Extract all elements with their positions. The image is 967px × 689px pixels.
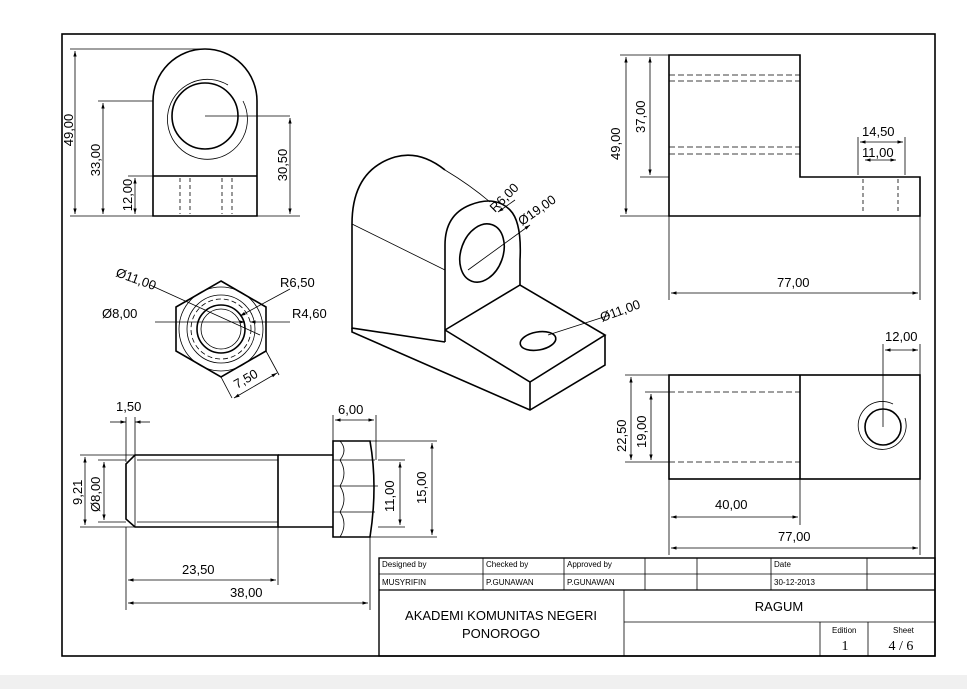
dim-37: 37,00 — [633, 100, 648, 133]
edition-value: 1 — [842, 639, 849, 654]
dim-r4-6: R4,60 — [292, 306, 327, 321]
dim-49-side: 49,00 — [608, 127, 623, 160]
paper — [0, 0, 967, 675]
dim-22-5: 22,50 — [614, 419, 629, 452]
dim-11-head: 11,00 — [382, 480, 397, 512]
bolt-head-dimensions: 6,00 11,00 15,00 — [332, 402, 437, 538]
dim-d8-bolt: Ø8,00 — [88, 477, 103, 512]
dim-12-top: 12,00 — [885, 329, 918, 344]
sheet-value: 4 / 6 — [889, 639, 914, 654]
dim-23-5: 23,50 — [182, 562, 215, 577]
designed-by-label: Designed by — [382, 560, 426, 569]
checked-by-value: P.GUNAWAN — [486, 578, 534, 587]
dim-19: 19,00 — [634, 415, 649, 448]
dim-77-top: 77,00 — [778, 529, 811, 544]
title-block: Designed by MUSYRIFIN Checked by P.GUNAW… — [378, 557, 936, 657]
dim-38: 38,00 — [230, 585, 263, 600]
date-label: Date — [774, 560, 791, 569]
dim-14-5: 14,50 — [862, 124, 895, 139]
front-view: 49,00 33,00 12,00 30,50 — [61, 48, 300, 217]
dim-12: 12,00 — [120, 179, 135, 212]
dim-30-5: 30,50 — [275, 149, 290, 182]
top-view: 12,00 22,50 19,00 40,00 77,00 — [614, 329, 921, 555]
dim-6: 6,00 — [338, 402, 363, 417]
dim-r6-5: R6,50 — [280, 275, 315, 290]
sheet-label: Sheet — [893, 626, 915, 635]
date-value: 30-12-2013 — [774, 578, 815, 587]
dim-11-side: 11,00 — [862, 145, 894, 160]
edition-label: Edition — [832, 626, 856, 635]
designed-by-value: MUSYRIFIN — [382, 578, 426, 587]
dim-40: 40,00 — [715, 497, 748, 512]
dim-33: 33,00 — [88, 144, 103, 177]
institution-line2: PONOROGO — [462, 626, 540, 641]
dim-15: 15,00 — [414, 471, 429, 504]
drawing-title: RAGUM — [755, 599, 803, 614]
checked-by-label: Checked by — [486, 560, 528, 569]
dim-1-5: 1,50 — [116, 399, 141, 414]
dim-77-side: 77,00 — [777, 275, 810, 290]
dim-d8: Ø8,00 — [102, 306, 137, 321]
dim-9-21: 9,21 — [70, 480, 85, 505]
side-view: 49,00 37,00 14,50 11,00 77,00 — [608, 54, 921, 300]
approved-by-value: P.GUNAWAN — [567, 578, 615, 587]
dim-49: 49,00 — [61, 114, 76, 147]
bolt-view: 1,50 9,21 Ø8,00 23,50 38,00 — [70, 399, 378, 610]
institution-line1: AKADEMI KOMUNITAS NEGERI — [405, 608, 597, 623]
approved-by-label: Approved by — [567, 560, 612, 569]
